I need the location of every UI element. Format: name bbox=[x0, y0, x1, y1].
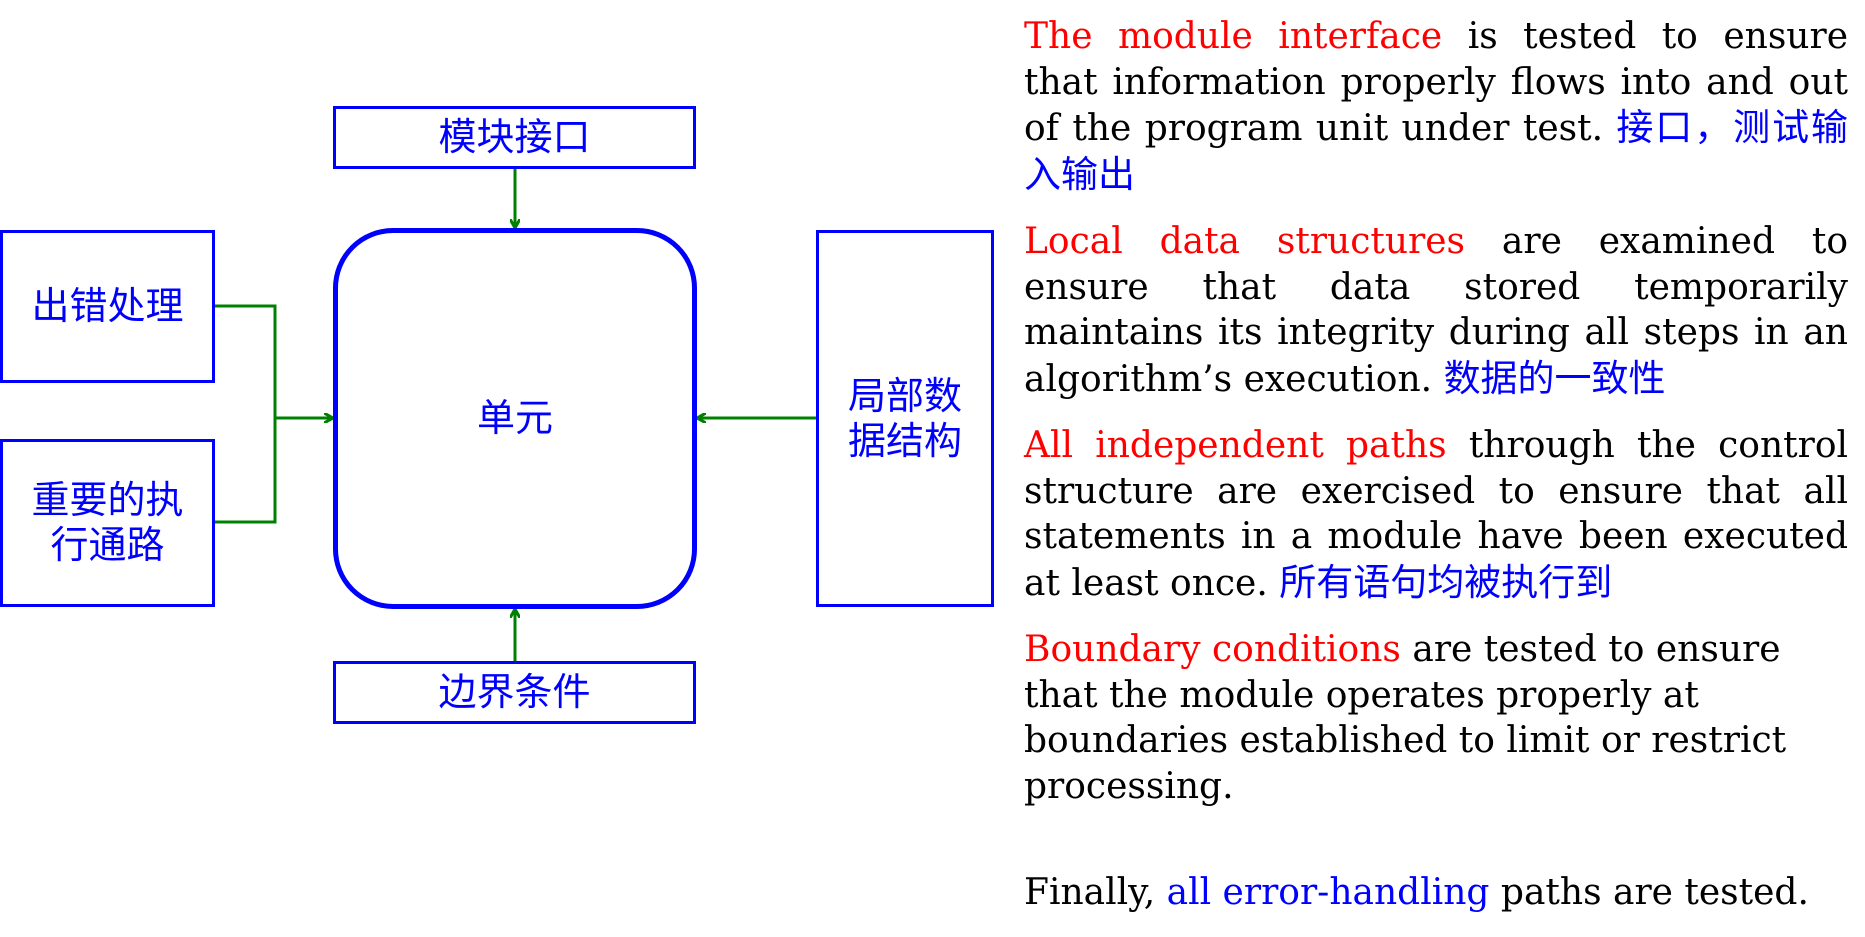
paragraph-error-handling: Finally, all error-handling paths are te… bbox=[1024, 870, 1848, 916]
final-prefix: Finally, bbox=[1024, 872, 1167, 913]
unit-test-diagram: 模块接口 单元 边界条件 出错处理 重要的执 行通路 局部数 据结构 bbox=[0, 0, 1000, 848]
independent-paths-label-line2: 行通路 bbox=[50, 523, 165, 567]
independent-paths-box: 重要的执 行通路 bbox=[0, 439, 215, 607]
zh-note-local-data: 数据的一致性 bbox=[1443, 356, 1666, 400]
boundary-conditions-label: 边界条件 bbox=[438, 670, 591, 715]
term-local-data: Local data structures bbox=[1024, 221, 1466, 262]
zh-note-independent-paths: 所有语句均被执行到 bbox=[1279, 560, 1613, 604]
paragraph-module-interface: The module interface is tested to ensure… bbox=[1024, 14, 1848, 198]
desc-module-interface: is tested to ensure that information pro… bbox=[1024, 16, 1848, 149]
connector-left-lower bbox=[214, 418, 277, 524]
term-boundary-conditions: Boundary conditions bbox=[1024, 629, 1401, 670]
final-suffix: paths are tested. bbox=[1489, 872, 1809, 913]
desc-independent-paths: through the control structure are exerci… bbox=[1024, 425, 1849, 604]
paragraph-boundary-conditions: Boundary conditions are tested to ensure… bbox=[1024, 627, 1848, 809]
zh-note-module-interface: 接口，测试输入输出 bbox=[1024, 106, 1848, 196]
desc-boundary-conditions: are tested to ensure that the module ope… bbox=[1024, 629, 1787, 807]
paragraph-local-data: Local data structures are examined to en… bbox=[1024, 219, 1848, 402]
paragraph-independent-paths: All independent paths through the contro… bbox=[1024, 423, 1848, 606]
module-interface-box: 模块接口 bbox=[333, 106, 696, 169]
local-data-label-line1: 局部数 bbox=[847, 373, 962, 418]
unit-box: 单元 bbox=[333, 228, 697, 609]
unit-label: 单元 bbox=[476, 396, 553, 441]
error-handling-box: 出错处理 bbox=[0, 230, 215, 383]
desc-local-data: are examined to ensure that data stored … bbox=[1024, 221, 1848, 400]
error-handling-label: 出错处理 bbox=[31, 284, 184, 329]
connector-left-upper bbox=[214, 304, 277, 418]
local-data-structures-box: 局部数 据结构 bbox=[816, 230, 994, 607]
independent-paths-label-line1: 重要的执 bbox=[31, 478, 184, 523]
module-interface-label: 模块接口 bbox=[438, 115, 591, 160]
paragraph-spacer bbox=[1024, 830, 1848, 870]
term-module-interface: The module interface bbox=[1024, 16, 1443, 57]
connector-lines bbox=[214, 169, 816, 661]
term-independent-paths: All independent paths bbox=[1024, 425, 1447, 466]
boundary-conditions-box: 边界条件 bbox=[333, 661, 696, 724]
term-error-handling: all error-handling bbox=[1166, 872, 1490, 913]
description-panel: The module interface is tested to ensure… bbox=[1024, 14, 1848, 937]
local-data-label-line2: 据结构 bbox=[847, 418, 962, 463]
